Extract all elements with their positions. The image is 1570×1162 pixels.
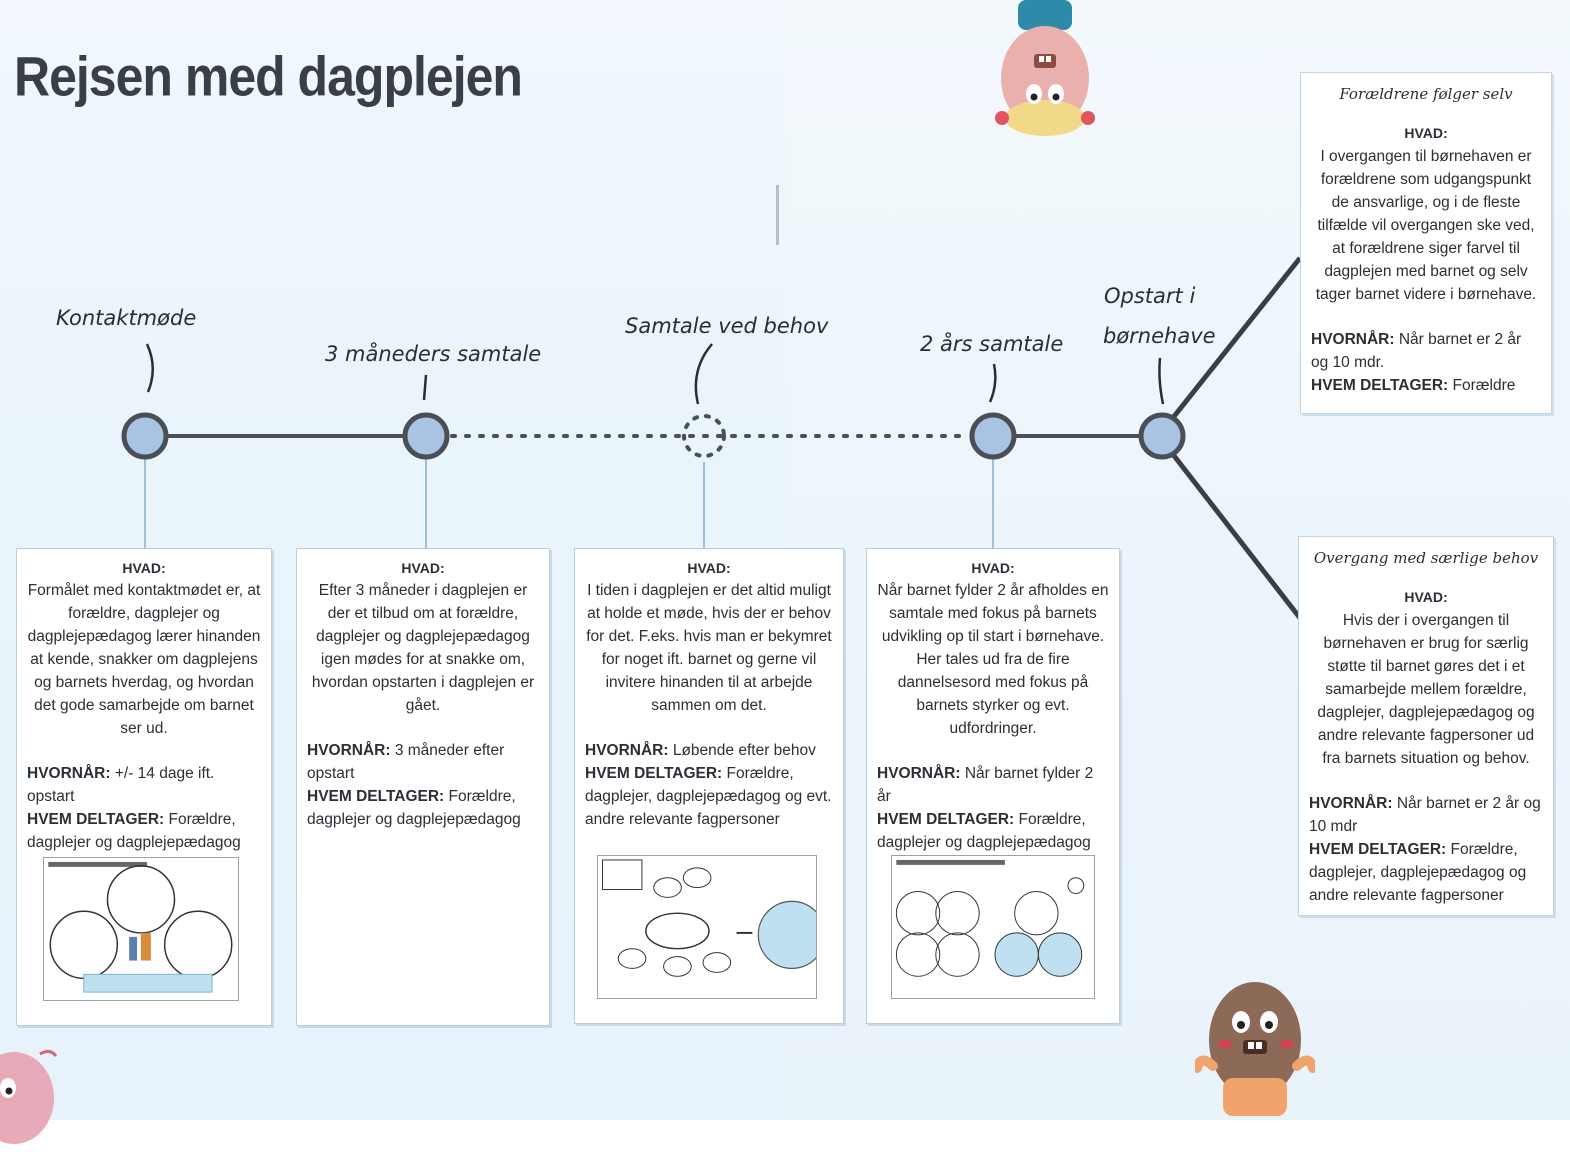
pointer-2: [422, 374, 428, 401]
box-meta: HVORNÅR: 3 måneder efter opstart HVEM DE…: [307, 739, 539, 831]
worksheet-thumbnail-3: [597, 855, 817, 999]
box-meta: HVORNÅR: Når barnet fylder 2 år HVEM DEL…: [877, 762, 1109, 854]
box-meta: HVORNÅR: Når barnet er 2 år og 10 mdr. H…: [1301, 328, 1551, 397]
when-value: +/- 14 dage ift. opstart: [27, 765, 215, 805]
pointer-4: [988, 363, 997, 403]
box-hvad-heading: HVAD:: [971, 560, 1015, 576]
who-label: HVEM DELTAGER:: [585, 765, 723, 782]
box-hvad-heading: HVAD:: [401, 560, 445, 576]
box-description: I overgangen til børnehaven er forældren…: [1315, 148, 1537, 303]
box-hvad-heading: HVAD:: [687, 560, 731, 576]
box-hvad-heading: HVAD:: [1404, 589, 1448, 605]
when-value: 3 måneder efter opstart: [307, 742, 505, 782]
side-box-foraeldrene-foelger-selv: Forældrene følger selv HVAD: I overgange…: [1300, 72, 1552, 414]
milestone-label-2-aars-samtale: 2 års samtale: [920, 332, 1064, 356]
who-value: Forældre: [1452, 377, 1516, 394]
branch-line-upper: [1166, 256, 1302, 426]
pointer-5: [1158, 357, 1165, 405]
page-title: Rejsen med dagplejen: [14, 45, 523, 108]
when-value: Når barnet er 2 år og 10 mdr: [1309, 795, 1541, 835]
child-illustration-top: [995, 0, 1095, 136]
box-description: Formålet med kontaktmødet er, at forældr…: [27, 582, 261, 737]
child-illustration-bottom-left: [0, 1049, 58, 1144]
box-description: I tiden i dagplejen er det altid muligt …: [586, 582, 832, 714]
box-hvad-heading: HVAD:: [1404, 125, 1448, 141]
when-label: HVORNÅR:: [27, 765, 111, 782]
box-description: Når barnet fylder 2 år afholdes en samta…: [877, 582, 1109, 737]
milestone-label-opstart-line2: børnehave: [1103, 324, 1216, 348]
book-spine: [776, 185, 779, 245]
who-value: Forældre, dagplejer, dagplejepædagog og …: [585, 765, 832, 828]
box-meta: HVORNÅR: Løbende efter behov HVEM DELTAG…: [585, 739, 833, 831]
info-box-samtale-ved-behov: HVAD: I tiden i dagplejen er det altid m…: [574, 548, 844, 1024]
node-samtale-ved-behov: [682, 414, 726, 458]
box-meta: HVORNÅR: +/- 14 dage ift. opstart HVEM D…: [27, 762, 261, 854]
who-label: HVEM DELTAGER:: [307, 788, 445, 805]
who-label: HVEM DELTAGER:: [877, 811, 1015, 828]
box-description: Hvis der i overgangen til børnehaven er …: [1317, 612, 1535, 767]
milestone-label-opstart-line1: Opstart i: [1104, 284, 1196, 308]
node-3-maaneders-samtale: [402, 412, 450, 460]
box-meta: HVORNÅR: Når barnet er 2 år og 10 mdr HV…: [1299, 792, 1553, 907]
child-illustration-bottom-right: [1195, 982, 1315, 1116]
milestone-label-samtale-ved-behov: Samtale ved behov: [625, 314, 829, 338]
pointer-3: [694, 343, 713, 405]
side-box-overgang-med-saerlige-behov: Overgang med særlige behov HVAD: Hvis de…: [1298, 536, 1554, 916]
node-kontaktmode: [121, 412, 169, 460]
when-value: Løbende efter behov: [672, 742, 816, 759]
worksheet-thumbnail-4: [891, 855, 1095, 999]
when-label: HVORNÅR:: [585, 742, 669, 759]
milestone-label-3-maaneders-samtale: 3 måneders samtale: [325, 342, 542, 366]
box-hvad-heading: HVAD:: [122, 560, 166, 576]
who-label: HVEM DELTAGER:: [1311, 377, 1449, 394]
box-description: Efter 3 måneder i dagplejen er der et ti…: [311, 582, 535, 714]
side-box-heading: Overgang med særlige behov: [1313, 549, 1539, 567]
when-label: HVORNÅR:: [1309, 795, 1393, 812]
node-opstart-i-boernehave: [1138, 412, 1186, 460]
who-value: Forældre, dagplejer, dagplejepædagog og …: [1309, 841, 1527, 904]
when-label: HVORNÅR:: [877, 765, 961, 782]
info-box-2-aars-samtale: HVAD: Når barnet fylder 2 år afholdes en…: [866, 548, 1120, 1024]
when-label: HVORNÅR:: [307, 742, 391, 759]
when-label: HVORNÅR:: [1311, 331, 1395, 348]
milestone-label-kontaktmode: Kontaktmøde: [56, 306, 197, 330]
branch-line-lower: [1166, 446, 1302, 620]
when-value: Når barnet er 2 år og 10 mdr.: [1311, 331, 1522, 371]
side-box-heading: Forældrene følger selv: [1339, 85, 1513, 103]
info-box-kontaktmode: HVAD: Formålet med kontaktmødet er, at f…: [16, 548, 272, 1026]
who-value: Forældre, dagplejer og dagplejepædagog: [307, 788, 521, 828]
info-box-3-maaneders-samtale: HVAD: Efter 3 måneder i dagplejen er der…: [296, 548, 550, 1026]
pointer-1: [145, 343, 154, 393]
who-value: Forældre, dagplejer og dagplejepædagog: [27, 811, 241, 851]
who-label: HVEM DELTAGER:: [1309, 841, 1447, 858]
who-label: HVEM DELTAGER:: [27, 811, 165, 828]
who-value: Forældre, dagplejer og dagplejepædagog: [877, 811, 1091, 851]
node-2-aars-samtale: [969, 412, 1017, 460]
worksheet-thumbnail-1: [43, 857, 239, 1001]
when-value: Når barnet fylder 2 år: [877, 765, 1094, 805]
